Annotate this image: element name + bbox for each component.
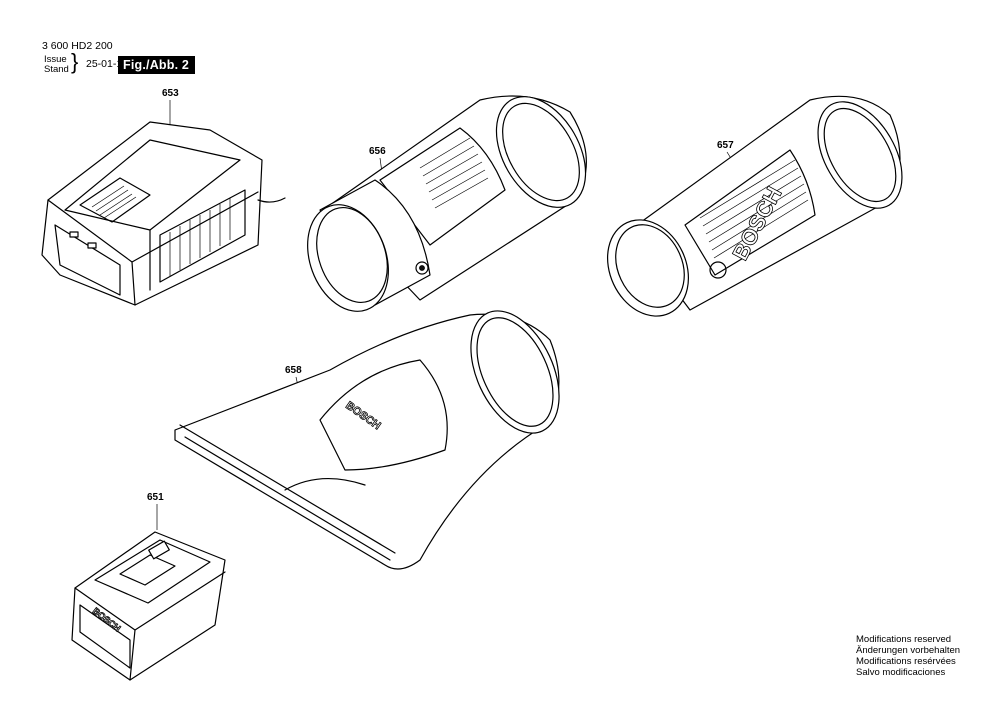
part-number-651: 651 xyxy=(147,492,164,503)
modifications-line-fr: Modifications resérvées xyxy=(856,656,956,667)
stand-label: Stand xyxy=(44,64,69,75)
part-number-657: 657 xyxy=(717,140,734,151)
figure-label: Fig./Abb. 2 xyxy=(118,56,196,74)
document-number: 3 600 HD2 200 xyxy=(42,40,113,52)
modifications-line-de: Änderungen vorbehalten xyxy=(856,645,961,656)
modifications-line-en: Modifications reserved xyxy=(856,634,952,645)
short-nozzle-icon: BOSCH xyxy=(606,95,903,317)
issue-label: Issue xyxy=(44,54,67,65)
battery-pack-icon: BOSCH xyxy=(71,531,226,681)
nozzle-adapter-icon xyxy=(307,95,587,312)
modifications-line-es: Salvo modificaciones xyxy=(856,667,946,678)
part-number-653: 653 xyxy=(162,88,179,99)
wide-nozzle-icon: BOSCH xyxy=(174,310,560,570)
issue-labels: Issue Stand xyxy=(44,55,69,75)
issue-date: 25-01-13 xyxy=(86,58,129,70)
part-number-656: 656 xyxy=(369,146,386,157)
brace-symbol: } xyxy=(71,49,79,74)
charger-icon xyxy=(41,121,286,306)
modifications-notice: Modifications reserved Änderungen vorbeh… xyxy=(856,634,960,678)
part-number-658: 658 xyxy=(285,365,302,376)
